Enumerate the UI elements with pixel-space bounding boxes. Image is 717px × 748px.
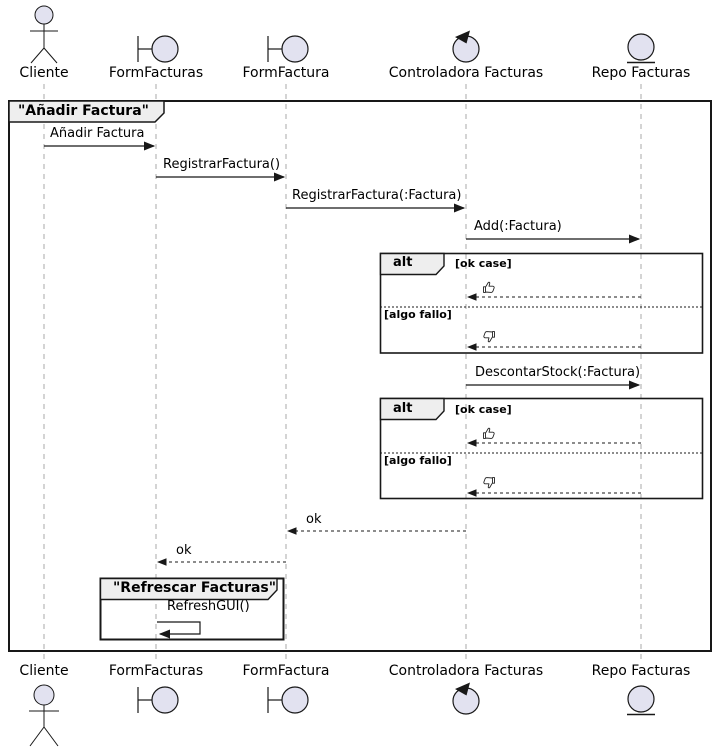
participant-label-formfactura: FormFactura xyxy=(242,663,330,679)
participant-label-formfacturas: FormFacturas xyxy=(108,65,204,81)
message-label: DescontarStock(:Factura) xyxy=(475,365,641,380)
group-title: "Refrescar Facturas" xyxy=(113,580,277,596)
control-icon xyxy=(452,682,480,715)
entity-icon xyxy=(627,33,655,64)
control-icon xyxy=(452,30,480,63)
message-label: Añadir Factura xyxy=(50,126,145,141)
actor-icon xyxy=(29,684,59,747)
entity-icon xyxy=(627,685,655,716)
participant-label-cliente: Cliente xyxy=(19,663,69,679)
message-label: RegistrarFactura() xyxy=(163,157,281,172)
call-arrows xyxy=(44,141,641,390)
participant-label-cliente: Cliente xyxy=(19,65,69,81)
participant-label-formfacturas: FormFacturas xyxy=(108,663,204,679)
alt-guard-ok: [ok case] xyxy=(455,257,512,270)
frame-border xyxy=(8,100,712,652)
frame-title: "Añadir Factura" xyxy=(18,103,149,119)
message-label: ok xyxy=(176,543,192,558)
reply-arrows xyxy=(157,293,641,566)
message-label: RegistrarFactura(:Factura) xyxy=(292,188,462,203)
thumbs-down-icon xyxy=(483,331,495,343)
lifelines xyxy=(43,84,642,662)
message-label: ok xyxy=(306,512,322,527)
participant-label-controladora: Controladora Facturas xyxy=(388,663,544,679)
actor-icon xyxy=(30,5,58,64)
alt-operator-tab xyxy=(379,252,445,276)
frame-title-tab xyxy=(8,100,165,123)
participant-label-repo: Repo Facturas xyxy=(591,663,691,679)
boundary-icon xyxy=(137,686,179,714)
boundary-icon xyxy=(137,35,179,63)
group-title-tab xyxy=(99,577,278,601)
thumbs-up-icon xyxy=(483,281,495,293)
message-label: RefreshGUI() xyxy=(167,599,250,614)
alt-fragment-1 xyxy=(379,252,704,354)
boundary-icon xyxy=(267,35,309,63)
alt-operator: alt xyxy=(393,401,413,416)
boundary-icon xyxy=(267,686,309,714)
alt-operator-tab xyxy=(379,397,445,421)
thumbs-up-icon xyxy=(483,427,495,439)
alt-operator: alt xyxy=(393,255,413,270)
arrow-refreshgui-self xyxy=(157,621,201,639)
alt-guard-ok: [ok case] xyxy=(455,403,512,416)
message-label: Add(:Factura) xyxy=(474,219,562,234)
alt-fragment-2 xyxy=(379,397,704,500)
group-refrescar-facturas xyxy=(99,577,285,641)
participant-label-formfactura: FormFactura xyxy=(242,65,330,81)
participant-label-controladora: Controladora Facturas xyxy=(388,65,544,81)
participant-label-repo: Repo Facturas xyxy=(591,65,691,81)
alt-guard-fail: [algo fallo] xyxy=(384,308,452,321)
alt-guard-fail: [algo fallo] xyxy=(384,454,452,467)
thumbs-down-icon xyxy=(483,477,495,489)
